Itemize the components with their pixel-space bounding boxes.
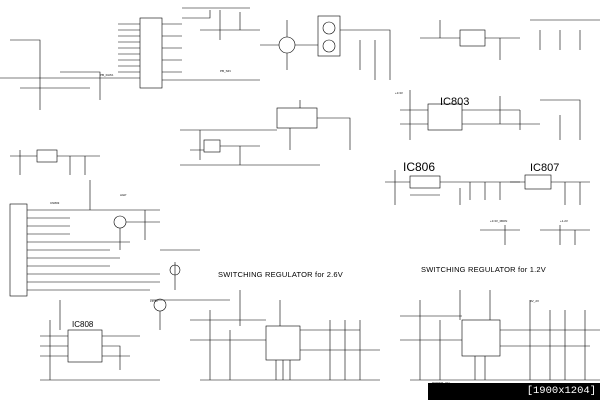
wire-top-row (182, 7, 260, 40)
ic808-body (67, 329, 103, 363)
svg-text:9V_2V: 9V_2V (530, 299, 539, 303)
svg-text:+1.2V: +1.2V (560, 219, 568, 223)
transistor-mid (113, 215, 127, 229)
reg-top-right (459, 29, 486, 47)
regulator-2v6-title: SWITCHING REGULATOR for 2.6V (218, 270, 343, 279)
svg-text:AGP: AGP (120, 193, 126, 197)
svg-text:PB_DATA: PB_DATA (100, 73, 113, 77)
image-source-caption: [1900x1204] https://upic.me/ (428, 383, 600, 414)
schematic-canvas: PB_DATA PB_SIN CN803 AGP +3.3V +3.3V_MDI… (0, 7, 600, 385)
svg-text:CN803: CN803 (50, 201, 60, 205)
ic-top-left-pins (118, 23, 260, 81)
svg-text:PB_SIN: PB_SIN (220, 69, 231, 73)
reg-left-upper (36, 149, 58, 163)
ic-1v2-body (461, 319, 501, 357)
svg-text:+3.3V_MDIN: +3.3V_MDIN (490, 219, 507, 223)
connector-left (9, 203, 28, 297)
connector-left-pins (27, 209, 160, 291)
transistor-mid-2 (169, 264, 181, 276)
reg-mid (203, 139, 221, 153)
regulator-1v2-title: SWITCHING REGULATOR for 1.2V (421, 265, 546, 274)
ic803-body (427, 103, 463, 131)
ic808-label: IC808 (72, 320, 94, 329)
block-mid-top (276, 107, 318, 129)
ic806-body (409, 175, 441, 189)
svg-text:+3.3V: +3.3V (150, 299, 158, 303)
svg-text:+3.3V: +3.3V (395, 91, 403, 95)
ic807-body (524, 174, 552, 190)
ic-top-left-body (139, 17, 163, 89)
ic807-label: IC807 (530, 162, 560, 174)
wire-left-bus (0, 39, 118, 110)
ic806-label: IC806 (403, 160, 436, 174)
ic-2v6-body (265, 325, 301, 361)
socket-top (317, 15, 341, 57)
transistor-top (278, 36, 296, 54)
ic803-label: IC803 (440, 96, 470, 108)
